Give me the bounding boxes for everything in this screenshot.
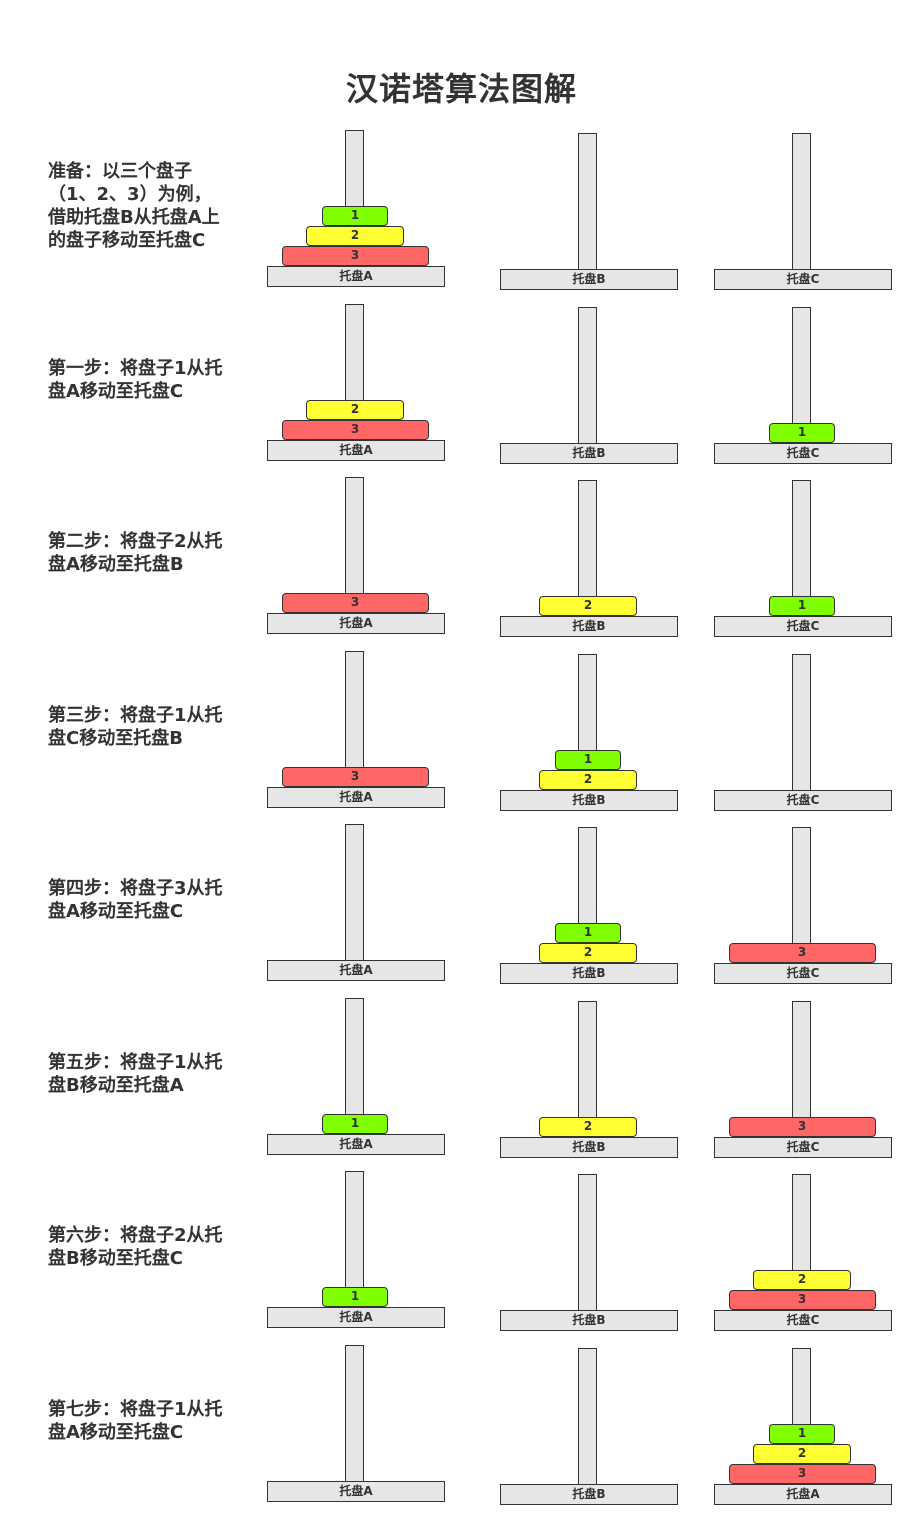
tower-peg [578,306,597,447]
tower-base-label: 托盘C [714,1136,892,1158]
step-description: 第一步：将盘子1从托盘A移动至托盘C [48,357,223,402]
disk-2: 2 [539,769,637,790]
tower-peg [345,1344,364,1485]
disk-2: 2 [306,226,404,246]
disk-2: 2 [539,1116,637,1137]
tower-base-label: 托盘C [714,442,892,464]
tower-base-label: 托盘B [500,1310,678,1331]
disk-3: 3 [728,1290,876,1310]
disk-3: 3 [281,766,429,787]
tower-base-label: 托盘B [500,963,678,984]
tower-base-label: 托盘B [500,1483,678,1505]
tower-base-label: 托盘B [500,616,678,637]
disk-1: 1 [769,1423,835,1444]
tower-peg [792,653,811,794]
disk-3: 3 [728,943,876,963]
tower: 托盘A [267,1344,445,1505]
tower: 托盘B [500,1347,678,1508]
step-description: 第五步：将盘子1从托盘B移动至托盘A [48,1051,223,1096]
tower-base-label: 托盘A [267,960,445,981]
tower-base-label: 托盘B [500,442,678,464]
disk-2: 2 [539,596,637,616]
disk-1: 1 [769,422,835,443]
tower: 托盘A [267,824,445,984]
disk-2: 2 [539,943,637,963]
disk-1: 1 [322,1287,388,1307]
tower-peg [345,824,364,964]
tower-base-label: 托盘A [267,613,445,634]
step-row: 准备：以三个盘子（1、2、3）为例，借助托盘B从托盘A上的盘子移动至托盘C 托盘A… [0,130,923,300]
tower-base-label: 托盘A [714,1483,892,1505]
disk-1: 1 [555,749,621,770]
tower: 托盘B [500,133,678,293]
tower-peg [578,1347,597,1488]
disk-2: 2 [306,399,404,420]
disk-1: 1 [555,923,621,943]
tower-base-label: 托盘C [714,1310,892,1331]
disk-3: 3 [281,593,429,613]
step-description: 第四步：将盘子3从托盘A移动至托盘C [48,878,223,922]
disk-3: 3 [728,1463,876,1484]
tower-base-label: 托盘C [714,616,892,637]
tower-base-label: 托盘A [267,439,445,461]
tower-base-label: 托盘C [714,269,892,290]
disk-1: 1 [769,596,835,616]
tower-base-label: 托盘C [714,789,892,811]
step-description: 第七步：将盘子1从托盘A移动至托盘C [48,1398,223,1443]
step-description: 第六步：将盘子2从托盘B移动至托盘C [48,1225,223,1269]
disk-3: 3 [281,246,429,266]
step-description: 准备：以三个盘子（1、2、3）为例，借助托盘B从托盘A上的盘子移动至托盘C [48,161,220,251]
disk-1: 1 [322,206,388,226]
step-description: 第三步：将盘子1从托盘C移动至托盘B [48,704,223,749]
disk-3: 3 [281,419,429,440]
disk-1: 1 [322,1113,388,1134]
disk-2: 2 [753,1270,851,1290]
disk-3: 3 [728,1116,876,1137]
tower-peg [578,133,597,273]
tower: 托盘B [500,1174,678,1334]
tower-base-label: 托盘A [267,1307,445,1328]
page-title: 汉诺塔算法图解 [345,70,577,108]
tower-base-label: 托盘A [267,266,445,287]
tower-peg [792,133,811,273]
tower-base-label: 托盘A [267,786,445,808]
tower-base-label: 托盘A [267,1480,445,1502]
tower-peg [578,1174,597,1314]
tower-base-label: 托盘B [500,269,678,290]
tower-base-label: 托盘C [714,963,892,984]
tower: 托盘C [714,653,892,814]
tower-base-label: 托盘A [267,1133,445,1155]
tower-base-label: 托盘B [500,789,678,811]
disk-2: 2 [753,1443,851,1464]
step-description: 第二步：将盘子2从托盘A移动至托盘B [48,531,223,575]
tower: 托盘B [500,306,678,467]
tower-base-label: 托盘B [500,1136,678,1158]
tower: 托盘C [714,133,892,293]
